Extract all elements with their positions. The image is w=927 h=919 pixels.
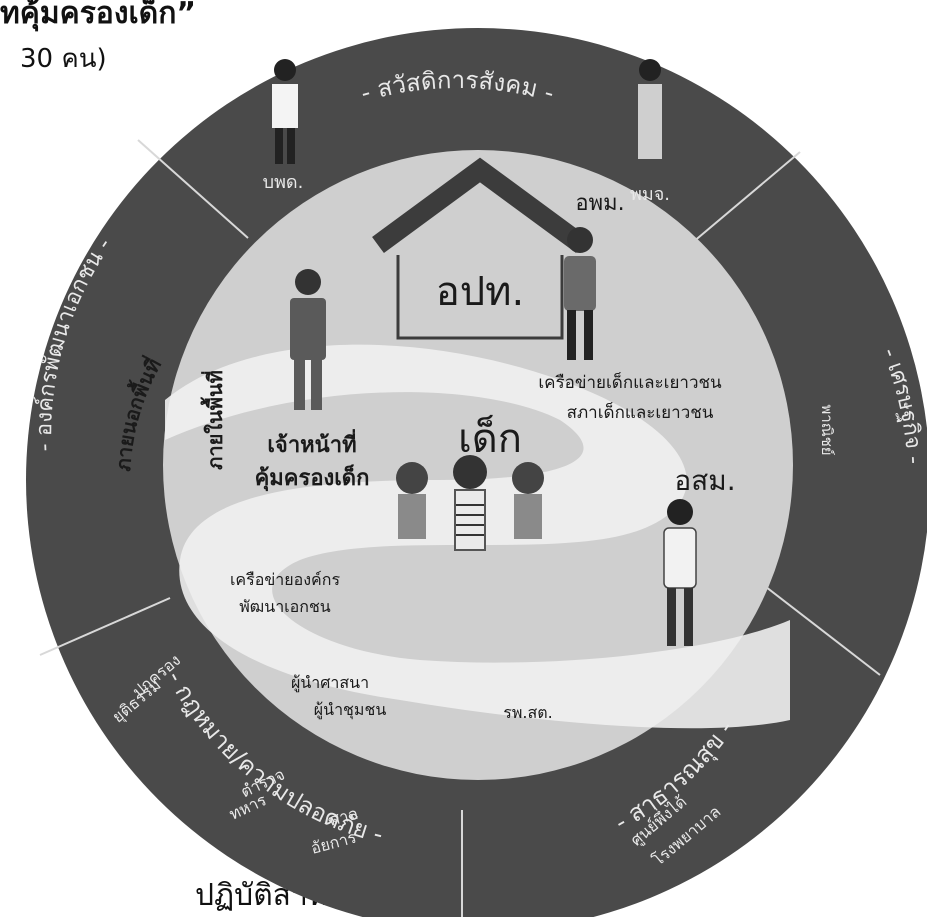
- ring-item-commerce: พาณิชย์: [818, 404, 836, 455]
- sector-dividers: [39, 139, 881, 917]
- apm-figure-icon: [564, 227, 596, 360]
- inner-area-label: ภายในพื้นที่: [200, 370, 227, 470]
- asm-figure-icon: [663, 499, 697, 646]
- participant-count-fragment: 30 คน): [20, 44, 107, 74]
- ring-item-pmj: พมจ.: [630, 184, 670, 205]
- apm-label: อพม.: [575, 191, 624, 216]
- page-title-fragment: ทคุ้มครองเด็ก”: [0, 0, 197, 31]
- welfare-person-left-icon: [272, 59, 298, 164]
- children-group-icon: [396, 455, 544, 551]
- house-label: อปท.: [436, 269, 525, 315]
- ngo-network-label-2: พัฒนาเอกชน: [239, 597, 331, 616]
- officer-label-2: คุ้มครองเด็ก: [255, 463, 370, 492]
- ring-item-bpd: บพด.: [263, 172, 304, 193]
- network-label-council: สภาเด็กและเยาวชน: [567, 401, 714, 423]
- child-label: เด็ก: [458, 414, 522, 462]
- asm-label: อสม.: [674, 464, 735, 497]
- house-icon: [372, 157, 588, 340]
- leader-label-religion: ผู้นำศาสนา: [291, 673, 369, 693]
- ngo-network-label-1: เครือข่ายองค์กร: [230, 570, 340, 589]
- leader-label-community: ผู้นำชุมชน: [314, 700, 387, 720]
- officer-figure-icon: [290, 269, 326, 410]
- hospital-label: รพ.สต.: [503, 703, 552, 722]
- welfare-person-right-icon: [638, 59, 662, 159]
- officer-label-1: เจ้าหน้าที่: [267, 428, 356, 458]
- network-label-youth: เครือข่ายเด็กและเยาวชน: [538, 371, 722, 393]
